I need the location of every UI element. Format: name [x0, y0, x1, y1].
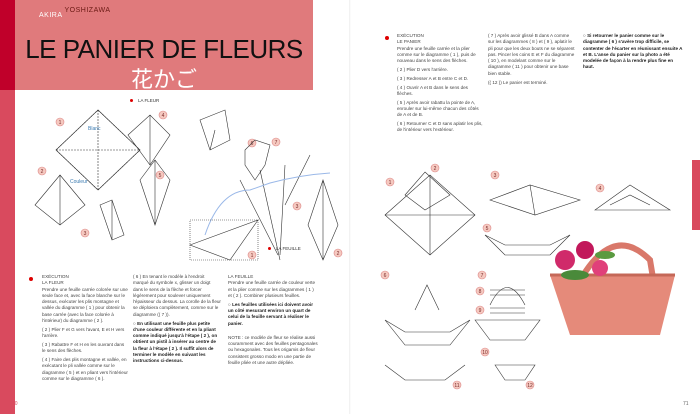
step-number: 4 [599, 186, 602, 192]
step-number: 5 [486, 226, 489, 232]
paragraph: Prendre une feuille carrée colorée sur u… [42, 286, 128, 324]
basket-step-5 [484, 234, 571, 256]
basket-step-8 [490, 289, 525, 296]
flower-step-7 [244, 139, 271, 181]
step-number: 4 [162, 113, 165, 119]
tip-text: Les feuilles utilisées ici doivent avoir… [228, 301, 313, 326]
tip-paragraph: ○ Si retourner le panier comme sur le di… [583, 33, 683, 70]
text-column-leaf: LA FEUILLE Prendre une feuille carrée de… [228, 274, 318, 369]
author-last: YOSHIZAWA [64, 7, 111, 14]
text-column-basket: EXÉCUTION LE PANIER Prendre une feuille … [397, 33, 483, 136]
right-edge-tab [692, 160, 700, 230]
paragraph: ( 3 ) Redresser A et B entre C et D. [397, 75, 469, 81]
step-number: 2 [41, 169, 44, 175]
flower-stem [239, 154, 311, 261]
step-number: 11 [454, 383, 459, 389]
basket-photo [550, 241, 675, 335]
basket-step-6 [384, 284, 471, 346]
author-first: AKIRA [39, 12, 63, 19]
text-column-basket-tip: ○ Si retourner le panier comme sur le di… [583, 33, 683, 73]
flower-step-6 [199, 109, 231, 151]
tip-paragraph: ○ En utilisant une feuille plus petite d… [133, 320, 218, 364]
page-title: LE PANIER DE FLEURS [25, 34, 303, 64]
basket-step-9 [490, 307, 525, 314]
paragraph: Prendre une feuille carrée et la plier c… [397, 45, 476, 64]
step-number: 12 [527, 383, 533, 389]
paragraph: ( 3 ) Rabattre F et H en les ouvrant dan… [42, 341, 125, 354]
subheading: LA FLEUR [42, 280, 64, 286]
basket-diagrams: 1 2 3 4 5 6 7 8 9 10 11 12 [380, 163, 675, 390]
flower-step-4 [127, 114, 171, 166]
paragraph: ( 5 ) Après avoir rabattu la pointe de A… [397, 99, 479, 118]
bullet-icon [385, 36, 389, 40]
left-edge-strip-light [0, 90, 15, 414]
leaf-step-2 [307, 179, 339, 261]
japanese-title: 花かご [130, 68, 197, 93]
tip-text: En utilisant une feuille plus petite d'u… [133, 320, 218, 364]
basket-step-7 [474, 287, 541, 341]
section-label-feuille: LA FEUILLE [268, 246, 301, 251]
bullet-icon [130, 99, 133, 103]
step-number: 3 [494, 173, 497, 179]
bullet-icon [268, 247, 271, 251]
note-paragraph: NOTE : ce modèle de fleur se réalise aus… [228, 334, 318, 366]
step-number: 5 [159, 173, 162, 179]
basket-step-3 [489, 184, 581, 216]
section-label-fleur: LA FLEUR [130, 98, 159, 103]
page-number-left: 70 [12, 401, 18, 407]
author: AKIRAYOSHIZAWA [39, 7, 111, 19]
flower-diagrams: Blanc 1 Couleur 2 3 4 5 6 7 1 3 2 [34, 109, 343, 261]
basket-step-2 [404, 171, 451, 211]
basket-step-10 [384, 364, 466, 381]
step-number: 1 [59, 120, 62, 126]
paragraph: ( 4 ) Faire des plis montagne et vallée,… [42, 357, 128, 381]
step-number: 2 [337, 251, 340, 257]
label-text: LA FLEUR [138, 98, 160, 103]
page-number-right: 71 [683, 401, 689, 407]
paragraph: Prendre une feuille carrée de couleur ve… [228, 280, 316, 298]
step-number: 9 [479, 308, 482, 314]
page-gutter [349, 0, 351, 414]
basket-step-1 [384, 174, 476, 256]
step-number: 7 [481, 273, 484, 279]
step-number: 6 [384, 273, 387, 279]
basket-step-4 [594, 184, 672, 211]
text-column-flower: EXÉCUTION LA FLEUR Prendre une feuille c… [42, 274, 128, 385]
paragraph: ( 7 ) Après avoir glissé B dans A comme … [488, 33, 575, 76]
step-number: 1 [389, 180, 392, 186]
tip-text: Si retourner le panier comme sur le diag… [583, 33, 683, 70]
text-column-flower-2: ( 6 ) En tenant le modèle à l'endroit ma… [133, 274, 221, 367]
heading: EXÉCUTION [42, 274, 69, 279]
flower-step-1: Blanc [55, 109, 141, 191]
flower-step-2: Couleur [34, 174, 88, 226]
heading: EXÉCUTION [397, 33, 424, 38]
step-number: 7 [275, 140, 278, 146]
subheading: LA FEUILLE [228, 274, 254, 279]
paragraph: ( 6 ) Retourner C et D sans aplatir les … [397, 121, 483, 133]
title-banner: AKIRAYOSHIZAWA LE PANIER DE FLEURS 花かご [15, 0, 313, 93]
tip-paragraph: ○ Les feuilles utilisées ici doivent avo… [228, 301, 313, 326]
basket-step-11 [494, 364, 536, 381]
blanc-label: Blanc [88, 126, 101, 132]
step-number: 3 [296, 204, 299, 210]
label-text: LA FEUILLE [276, 246, 301, 251]
text-column-basket-2: ( 7 ) Après avoir glissé B dans A comme … [488, 33, 576, 88]
step-number: 3 [84, 231, 87, 237]
flower-step-3 [99, 199, 125, 241]
bullet-icon [29, 277, 33, 281]
left-edge-strip [0, 0, 15, 90]
paragraph: ( 4 ) Ouvrir A et B dans le sens des flè… [397, 84, 468, 96]
step-number: 8 [479, 289, 482, 295]
paragraph: ( 2 ) Plier F et G vers l'avant, E et H … [42, 326, 125, 339]
step-number: 10 [482, 350, 488, 356]
paragraph: ( 2 ) Plier D vers l'arrière. [397, 66, 448, 72]
step-number: 6 [251, 141, 254, 147]
step-number: 2 [434, 166, 437, 172]
paragraph: (( 12 )) Le panier est terminé. [488, 79, 548, 85]
step-number: 1 [251, 253, 254, 259]
couleur-label: Couleur [70, 179, 88, 185]
flower-step-5 [139, 159, 171, 226]
paragraph: ( 6 ) En tenant le modèle à l'endroit ma… [133, 274, 221, 317]
subheading: LE PANIER [397, 39, 421, 45]
